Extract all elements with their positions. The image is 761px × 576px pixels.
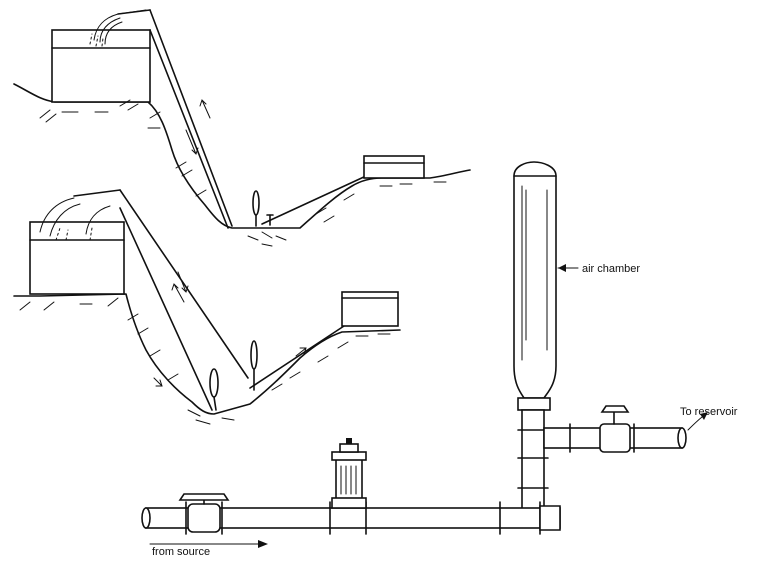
upper-delivery-pipe (261, 175, 367, 225)
from-source-label: from source (152, 546, 210, 558)
upper-terrain-hatching (39, 99, 447, 247)
upper-tank-inflow (89, 9, 147, 47)
waste-valve (331, 438, 367, 509)
upper-flow-arrow (185, 129, 199, 155)
upper-return-arrow (199, 99, 211, 119)
lower-flow-arrow (177, 271, 189, 293)
lower-terrain-hatching (19, 297, 391, 425)
upper-delivery-tank (363, 155, 425, 179)
upper-source-tank (51, 29, 151, 103)
from-source-callout: from source (149, 540, 268, 558)
lower-source-tank (29, 221, 125, 295)
lower-outflow-arrow (153, 377, 163, 387)
air-chamber (513, 161, 557, 411)
drive-main-pipe (141, 501, 561, 535)
lower-drive-pipe (119, 189, 249, 411)
outlet-valve (599, 405, 631, 453)
lower-delivery-arrow (295, 347, 307, 357)
upper-installation-scene (13, 9, 471, 247)
ram-apparatus (141, 161, 687, 535)
lower-delivery-tank (341, 291, 399, 327)
riser-pipe (517, 409, 549, 511)
lower-tank-inflow (39, 189, 121, 241)
upper-ram-pump (252, 190, 274, 227)
source-valve (178, 493, 230, 533)
upper-drive-pipe (117, 9, 233, 229)
lower-ram-pump (209, 340, 258, 411)
lower-delivery-pipe (249, 325, 345, 389)
lower-ground-profile (13, 293, 401, 415)
lower-return-arrow (171, 283, 185, 303)
to-reservoir-callout: To reservoir (680, 406, 738, 431)
lower-installation-scene (13, 189, 401, 425)
air-chamber-callout: air chamber (557, 263, 640, 275)
air-chamber-label: air chamber (582, 263, 640, 275)
to-reservoir-label: To reservoir (680, 406, 738, 418)
